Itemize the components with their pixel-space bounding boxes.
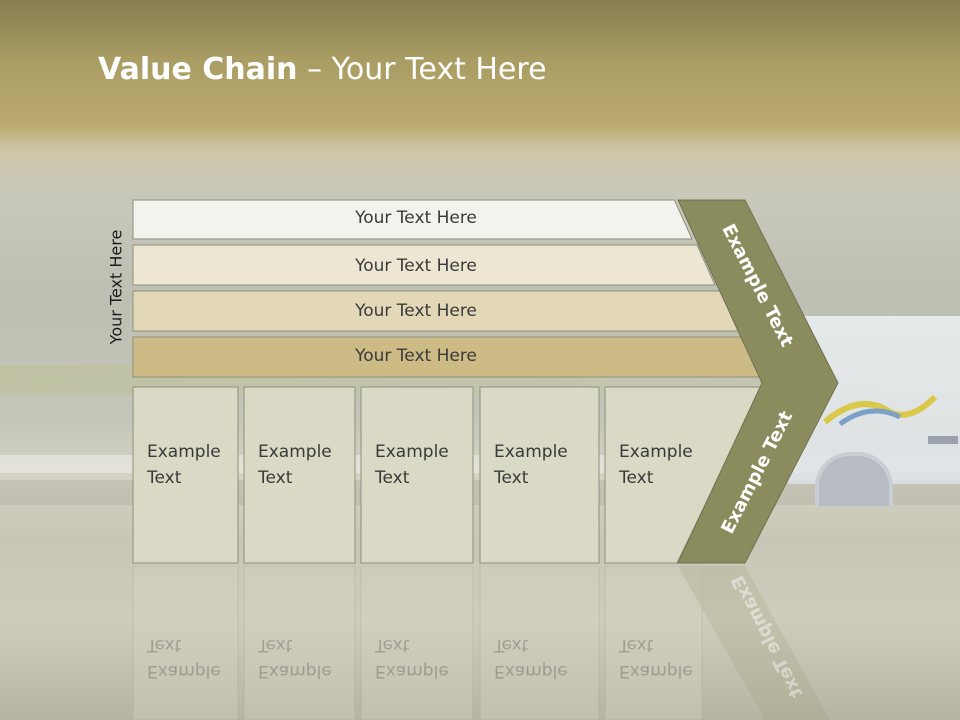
column-label-line: Example xyxy=(494,442,568,462)
slide-title: Value Chain – Your Text Here xyxy=(98,52,547,87)
column-label-line: Example xyxy=(258,442,332,462)
bus-window xyxy=(928,436,958,444)
chain-row-label: Your Text Here xyxy=(355,256,477,276)
column-reflection xyxy=(479,566,600,720)
chain-column-box xyxy=(360,386,474,564)
column-reflection xyxy=(243,566,356,720)
chain-row-label: Your Text Here xyxy=(355,346,477,366)
chain-column-box xyxy=(243,386,356,564)
bus-wheel-arch xyxy=(815,452,893,506)
chain-row-bar xyxy=(132,244,716,286)
column-label-line: Text xyxy=(494,468,529,488)
chain-row-label: Your Text Here xyxy=(355,208,477,228)
chain-column-box xyxy=(132,386,239,564)
reflection-shapes xyxy=(132,566,830,720)
chain-row-bar xyxy=(132,199,693,240)
column-label-line: Example xyxy=(147,442,221,462)
column-label-line: Text xyxy=(147,468,182,488)
column-reflection xyxy=(604,566,703,720)
column-label-line: Text xyxy=(619,468,654,488)
value-chain-arrow xyxy=(677,199,839,564)
bus-swoosh-graphic xyxy=(823,394,938,427)
column-label-line: Text xyxy=(258,468,293,488)
column-reflection xyxy=(132,566,239,720)
chain-row-label: Your Text Here xyxy=(355,301,477,321)
column-label-line: Example xyxy=(375,442,449,462)
column-label-line: Text xyxy=(375,468,410,488)
chain-column-box xyxy=(604,386,763,564)
column-label-line: Example xyxy=(619,442,693,462)
chain-column-box xyxy=(479,386,600,564)
column-reflection xyxy=(360,566,474,720)
